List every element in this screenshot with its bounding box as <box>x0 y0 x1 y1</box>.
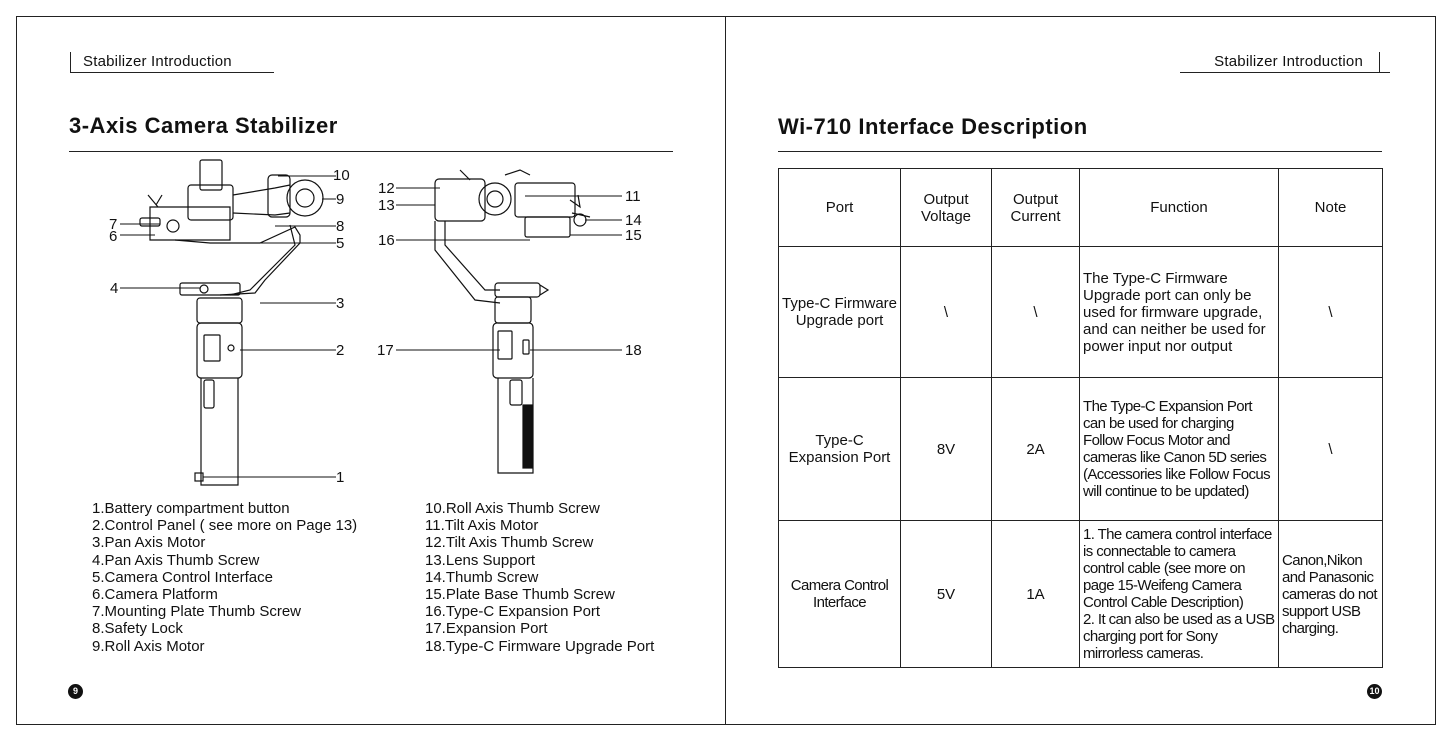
col-header-function: Function <box>1079 168 1279 247</box>
callout-9: 9 <box>336 191 344 208</box>
col-header-port: Port <box>778 168 901 247</box>
list-item: 6.Camera Platform <box>92 586 218 604</box>
callout-7: 7 <box>109 216 117 233</box>
cell-function: The Type-C Firmware Upgrade port can onl… <box>1079 246 1279 378</box>
list-item: 3.Pan Axis Motor <box>92 534 206 552</box>
title-rule-left <box>69 151 673 152</box>
list-item: 9.Roll Axis Motor <box>92 637 205 655</box>
section-label-right: Stabilizer Introduction <box>1180 52 1380 72</box>
list-item: 11.Tilt Axis Motor <box>425 517 539 535</box>
list-item: 7.Mounting Plate Thumb Screw <box>92 603 301 621</box>
table-row: Type-C Firmware Upgrade port \ \ The Typ… <box>778 246 1383 378</box>
table-header-row: Port Output Voltage Output Current Funct… <box>778 168 1383 247</box>
function-item-2: 2. It can also be used as a USB charging… <box>1083 611 1275 662</box>
stabilizer-back-view <box>434 169 591 474</box>
callout-16: 16 <box>378 232 395 249</box>
callout-1: 1 <box>336 469 344 486</box>
list-item: 4.Pan Axis Thumb Screw <box>92 551 260 569</box>
callout-3: 3 <box>336 295 344 312</box>
callout-10: 10 <box>333 167 350 184</box>
callout-18: 18 <box>625 342 642 359</box>
callout-17: 17 <box>377 342 394 359</box>
list-item: 2.Control Panel ( see more on Page 13) <box>92 517 358 535</box>
section-label-rule-right <box>1180 72 1390 73</box>
col-header-current: Output Current <box>991 168 1080 247</box>
cell-note: Canon,Nikon and Panasonic cameras do not… <box>1278 520 1383 668</box>
stabilizer-diagram: 10 9 8 5 7 6 4 3 2 1 12 13 16 17 11 14 1… <box>109 159 642 486</box>
list-item: 1.Battery compartment button <box>92 500 290 517</box>
list-item: 5.Camera Control Interface <box>92 568 273 586</box>
callout-2: 2 <box>336 342 344 359</box>
page-divider <box>725 16 726 725</box>
page-frame <box>16 16 1436 725</box>
cell-function: 1. The camera control interface is conne… <box>1079 520 1279 668</box>
cell-current: \ <box>991 246 1080 378</box>
cell-port: Camera Control Interface <box>778 520 901 668</box>
cell-current: 2A <box>991 377 1080 521</box>
callout-15: 15 <box>625 227 642 244</box>
list-item: 14.Thumb Screw <box>425 568 539 586</box>
cell-voltage: 8V <box>900 377 992 521</box>
list-item: 8.Safety Lock <box>92 620 183 638</box>
callout-4: 4 <box>110 280 118 297</box>
page-title-right: Wi-710 Interface Description <box>778 114 1088 139</box>
list-item: 15.Plate Base Thumb Screw <box>425 586 615 604</box>
list-item: 10.Roll Axis Thumb Screw <box>425 500 600 517</box>
callout-5: 5 <box>336 235 344 252</box>
page-number-right: 10 <box>1367 684 1382 699</box>
list-item: 17.Expansion Port <box>425 620 548 638</box>
col-header-voltage: Output Voltage <box>900 168 992 247</box>
callout-14: 14 <box>625 212 642 229</box>
table-row: Type-C Expansion Port 8V 2A The Type-C E… <box>778 377 1383 521</box>
table-row: Camera Control Interface 5V 1A 1. The ca… <box>778 520 1383 668</box>
list-item: 16.Type-C Expansion Port <box>425 603 601 621</box>
section-label-rule-left <box>70 72 274 73</box>
callout-13: 13 <box>378 197 395 214</box>
cell-voltage: 5V <box>900 520 992 668</box>
stabilizer-front-view <box>139 159 324 486</box>
title-rule-right <box>778 151 1382 152</box>
page-number-left: 9 <box>68 684 83 699</box>
parts-list-col2: 10.Roll Axis Thumb Screw 11.Tilt Axis Mo… <box>425 500 654 655</box>
cell-note: \ <box>1278 246 1383 378</box>
page-title-left: 3-Axis Camera Stabilizer <box>69 113 338 138</box>
list-item: 18.Type-C Firmware Upgrade Port <box>425 637 655 655</box>
callout-6: 6 <box>109 228 117 245</box>
cell-port: Type-C Expansion Port <box>778 377 901 521</box>
cell-port: Type-C Firmware Upgrade port <box>778 246 901 378</box>
callout-8: 8 <box>336 218 344 235</box>
section-label-left: Stabilizer Introduction <box>70 52 232 72</box>
col-header-note: Note <box>1278 168 1383 247</box>
list-item: 13.Lens Support <box>425 551 536 569</box>
interface-table: Port Output Voltage Output Current Funct… <box>778 168 1383 668</box>
function-item-1: 1. The camera control interface is conne… <box>1083 526 1272 611</box>
callout-12: 12 <box>378 180 395 197</box>
callout-lines <box>120 175 622 478</box>
parts-list-col1: 1.Battery compartment button 2.Control P… <box>92 500 357 655</box>
callout-11: 11 <box>625 188 641 205</box>
cell-function: The Type-C Expansion Port can be used fo… <box>1079 377 1279 521</box>
list-item: 12.Tilt Axis Thumb Screw <box>425 534 594 552</box>
cell-current: 1A <box>991 520 1080 668</box>
cell-voltage: \ <box>900 246 992 378</box>
cell-note: \ <box>1278 377 1383 521</box>
